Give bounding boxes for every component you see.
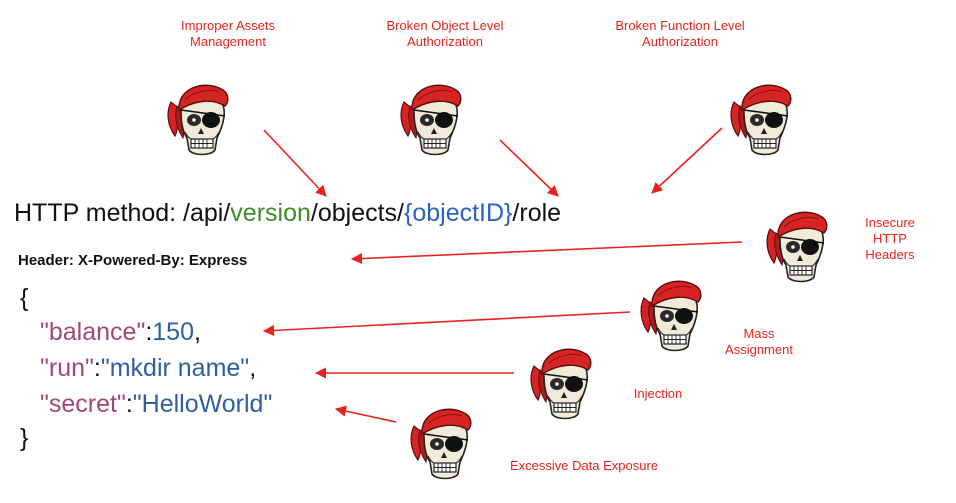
label-broken-object-level-authorization: Broken Object Level Authorization (386, 18, 504, 49)
json-key-secret: "secret" (40, 390, 126, 418)
json-key-run: "run" (40, 354, 94, 382)
json-value-secret: "HelloWorld" (132, 390, 273, 418)
request-header: Header: X-Powered-By: Express (18, 252, 248, 269)
arrow-bola (499, 139, 559, 197)
json-comma: , (194, 318, 201, 346)
json-sep: : (145, 318, 153, 346)
json-value-balance: 150 (152, 318, 194, 346)
url-objects: /objects/ (310, 199, 404, 227)
url-method-prefix: HTTP method: /api/ (14, 199, 231, 227)
label-mass-assignment: Mass Assignment (725, 326, 793, 357)
json-comma: , (249, 354, 257, 382)
url-role: /role (512, 199, 562, 227)
json-line-secret: "secret":"HelloWorld" (40, 390, 272, 419)
label-broken-function-level-authorization: Broken Function Level Authorization (615, 18, 745, 49)
arrow-bfla (651, 127, 723, 194)
label-improper-assets-management: Improper Assets Management (181, 18, 275, 49)
label-excessive-data-exposure: Excessive Data Exposure (509, 458, 659, 473)
json-sep: : (125, 390, 133, 418)
label-injection: Injection (633, 386, 683, 401)
arrow-mass-assignment (262, 311, 631, 337)
url-version: version (230, 199, 311, 227)
json-value-run: "mkdir name" (100, 354, 250, 382)
json-open-brace: { (20, 284, 29, 312)
json-sep: : (93, 354, 101, 382)
label-insecure-http-headers: Insecure HTTP Headers (865, 215, 915, 262)
json-line-balance: "balance":150, (40, 318, 201, 347)
arrow-improper-assets (263, 129, 327, 197)
json-line-run: "run":"mkdir name", (40, 354, 256, 383)
url-object-id: {objectID} (404, 199, 513, 227)
request-url-line: HTTP method: /api/version/objects/{objec… (14, 199, 561, 228)
json-key-balance: "balance" (40, 318, 146, 346)
arrow-insecure-headers (350, 241, 743, 265)
arrow-excessive-data (334, 405, 397, 423)
json-close-brace: } (20, 424, 29, 452)
